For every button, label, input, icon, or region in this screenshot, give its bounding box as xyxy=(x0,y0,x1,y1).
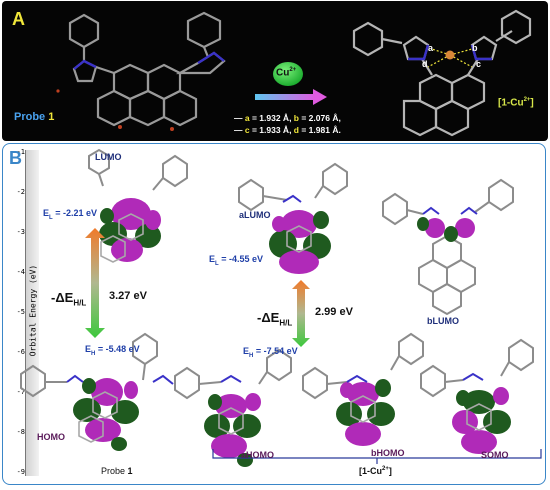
orbital-diagram xyxy=(20,148,542,467)
bond-length-line-2: — c = 1.933 Å, d = 1.981 Å. xyxy=(234,125,341,135)
energy-axis-line xyxy=(25,150,26,476)
tick-label: -9 xyxy=(16,468,25,476)
complex-alumo-label: aLUMO xyxy=(239,210,271,220)
tick-label: -6 xyxy=(16,348,25,356)
tick-label: -3 xyxy=(16,228,25,236)
complex-gap-value: 2.99 eV xyxy=(315,306,353,318)
tick-label: -7 xyxy=(16,388,25,396)
probe-homo-orbital xyxy=(20,332,174,451)
complex-blumo-orbital xyxy=(382,178,514,316)
reaction-arrow xyxy=(255,89,327,105)
complex-bhomo-orbital xyxy=(302,332,424,446)
tick-label: -5 xyxy=(16,308,25,316)
complex-molecule xyxy=(352,9,532,137)
complex-lumo-energy: EL = -4.55 eV xyxy=(209,254,263,267)
complex-alumo-orbital xyxy=(238,162,348,274)
probe-gap-arrow xyxy=(85,228,105,338)
probe-gap-value: 3.27 eV xyxy=(109,290,147,302)
bond-label-d: d xyxy=(422,59,428,69)
complex-somo-orbital xyxy=(420,338,534,454)
panel-a: A xyxy=(2,1,548,141)
probe-homo-energy: EH = -5.48 eV xyxy=(85,344,140,357)
probe-lumo-orbital xyxy=(88,148,188,263)
complex-gap-arrow xyxy=(292,280,310,347)
complex-homo-energy: EH = -7.54 eV xyxy=(243,346,298,359)
complex-ahomo-label: aHOMO xyxy=(241,450,275,460)
bond-label-a: a xyxy=(428,43,434,53)
probe-lumo-energy: EL = -2.21 eV xyxy=(43,208,97,221)
copper-ion-label: Cu2+ xyxy=(276,67,297,79)
complex-gap-symbol: -ΔEH/L xyxy=(257,310,293,328)
bond-length-line-1: — a = 1.932 Å, b = 2.076 Å, xyxy=(234,113,341,123)
complex-ahomo-orbital xyxy=(174,348,292,467)
probe-lumo-label: LUMO xyxy=(95,152,122,162)
panel-a-letter: A xyxy=(12,9,25,29)
tick-label: -4 xyxy=(16,268,25,276)
panel-b: B -1 -2 -3 -4 -5 -6 -7 -8 -9 Orbital Ene… xyxy=(2,143,546,485)
probe-molecule xyxy=(68,11,226,127)
complex-blumo-label: bLUMO xyxy=(427,316,459,326)
complex-somo-label: SOMO xyxy=(481,450,509,460)
copper-atom xyxy=(445,50,455,60)
complex-bottom-label: [1-Cu2+] xyxy=(359,466,392,476)
panel-a-molecules xyxy=(56,9,532,137)
complex-label: [1-Cu2+] xyxy=(498,97,534,109)
tick-label: -8 xyxy=(16,428,25,436)
probe-homo-label: HOMO xyxy=(37,432,65,442)
bond-label-c: c xyxy=(476,59,482,69)
probe-gap-symbol: -ΔEH/L xyxy=(51,290,87,308)
energy-axis-ticks: -1 -2 -3 -4 -5 -6 -7 -8 -9 xyxy=(11,148,27,478)
copper-ion-badge xyxy=(273,62,303,86)
tick-label: -1 xyxy=(16,148,25,156)
bond-label-b: b xyxy=(472,43,478,53)
panel-b-letter: B xyxy=(9,148,22,168)
probe-label: Probe 1 xyxy=(14,111,55,123)
complex-bhomo-label: bHOMO xyxy=(371,448,405,458)
probe-bottom-label: Probe 1 xyxy=(101,466,133,476)
tick-label: -2 xyxy=(16,188,25,196)
